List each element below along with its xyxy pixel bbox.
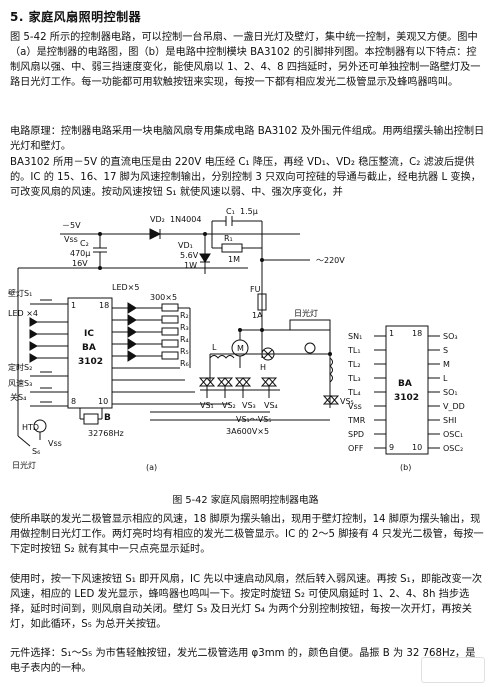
vd1-spec2-label: 1W [184,261,197,270]
chip-b-model-label: 3102 [394,393,419,403]
inductor-label: L [212,343,217,352]
paragraph-intro: 图 5-42 所示的控制器电路，可以控制一台吊扇、一盏日光灯及壁灯，集中统一控制… [10,32,481,88]
r4-label: R₄ [180,335,189,344]
chip-b-pin1-label: 1 [389,329,394,338]
c2-label: C₂ [80,239,89,248]
timer-switch-label: 定时S₂ [8,362,32,372]
paragraph-led: 使所串联的发光二极管显示相应的风速，18 脚原为摆头输出，现用于壁灯控制，14 … [10,514,484,555]
ic-pin10-label: 10 [98,397,108,406]
neg5v-label: －5V [62,221,81,230]
vs4-label: VS₄ [264,401,278,410]
chip-b-left-pin-label: TL₁ [347,346,361,355]
vs-range-label: VS₁～VS₅ [236,415,272,424]
wall-lamp-switch-label: 壁灯S₁ [8,288,32,298]
r2-label: R₂ [180,311,189,320]
c1-spec-label: 1.5μ [240,208,258,216]
section-title: 5. 家庭风扇照明控制器 [10,10,142,24]
motor-label: M [237,344,244,353]
r1-spec-label: 1M [228,255,240,264]
ic-label: IC [84,329,94,339]
chip-b-right-pin-label: OSC₁ [443,430,463,439]
lamp-h-label: H [260,363,266,372]
ic-pin1-label: 1 [71,301,76,310]
vs2-label: VS₂ [222,401,236,410]
vs-spec-label: 3A600V×5 [226,427,269,436]
paragraph-usage: 使用时，按一下风速按钮 S₁ 即开风扇，IC 先以中速启动风扇，然后转入弱风速。… [10,574,483,630]
chip-b-left-pin-label: TL₃ [347,374,361,383]
vd1-label: VD₁ [178,241,193,250]
ic-model-label: 3102 [78,357,103,367]
fluorescent-label: 日光灯 [12,460,36,470]
htd-label: HTD [22,423,39,432]
watermark-logo [421,657,485,683]
chip-b-label: BA [398,379,412,389]
r6-label: R₆ [180,359,189,368]
chip-b-left-pin-label: Vss [348,402,362,411]
chip-b-right-pin-label: SO₁ [443,388,458,397]
led4-label: LED ×4 [8,309,38,318]
c2-spec2-label: 16V [72,259,88,268]
fuse-label: FU [250,285,261,294]
circuit-figure: －5V Vss VD₂ 1N4004 VD₁ 5.6V 1W C₁ 1.5μ R… [0,208,491,483]
chip-b-right-pins: SO₃ SML SO₁ V_DD SHI OSC₁ OSC₂ [428,332,465,453]
figure-caption: 图 5-42 家庭风扇照明控制器电路 [172,495,319,506]
vs1-label: VS₁ [200,401,214,410]
chip-b-left-pin-label: TMR [347,416,366,425]
chip-b-pin10-label: 10 [412,443,422,452]
chip-b-left-pin-label: SN₁ [348,332,362,341]
c2-spec1-label: 470μ [70,249,90,258]
vd2-label: VD₂ [150,215,165,224]
crystal-spec-label: 32768Hz [88,429,124,438]
paragraph-components: 元件选择：S₁～S₅ 为市售轻触按钮，发光二极管选用 φ3mm 的，颜色自便。晶… [10,648,476,674]
diode-model-label: 1N4004 [170,215,201,224]
chip-b-right-pin-label: S [443,346,448,355]
ic-pin8-label: 8 [71,397,76,406]
r3-label: R₃ [180,323,189,332]
s6-label: S₆ [32,447,40,456]
vss-label: Vss [64,235,78,244]
figure-b-label: (b) [400,463,411,472]
vs5-label: VS₅ [340,397,354,406]
chip-b-right-pin-label: V_DD [443,402,465,411]
figure-a-label: (a) [146,463,157,472]
htd-vss-label: Vss [48,439,62,448]
chip-b-right-pin-label: L [443,374,448,383]
chip-b-right-pin-label: SHI [443,416,456,425]
ic-pin18-label: 18 [99,301,109,310]
vs3-label: VS₃ [242,401,256,410]
chip-b-right-pin-label: OSC₂ [443,444,463,453]
chip-b-left-pin-label: SPD [348,430,364,439]
chip-b-left-pin-label: TL₂ [347,360,361,369]
paragraph-principle: 电路原理：控制器电路采用一块电脑风扇专用集成电路 BA3102 及外围元件组成。… [10,126,485,152]
chip-b-pin18-label: 18 [412,329,422,338]
led5-label: LED×5 [112,283,139,292]
chip-b-right-pin-label: SO₃ [443,332,458,341]
circuit-diagram: －5V Vss VD₂ 1N4004 VD₁ 5.6V 1W C₁ 1.5μ R… [8,208,465,472]
ac-label: ～220V [316,256,345,265]
chip-b-left-pin-label: OFF [348,444,364,453]
r1-label: R₁ [224,234,233,243]
chip-b-right-pin-label: M [443,360,450,369]
wind-switch-label: 风速S₃ [8,379,32,388]
vd1-spec1-label: 5.6V [180,251,199,260]
paragraph-power: BA3102 所用－5V 的直流电压是由 220V 电压经 C₁ 降压，再经 V… [10,157,481,198]
ic-ba-label: BA [82,343,96,353]
resistor-spec-label: 300×5 [150,293,177,302]
chip-b-pin9-label: 9 [389,443,394,452]
off-switch-label: 关S₄ [10,392,26,402]
fluorescent-tube-label: 日光灯 [294,308,318,318]
c1-label: C₁ [226,208,235,216]
fuse-spec-label: 1A [252,311,263,320]
r5-label: R₅ [180,347,189,356]
crystal-label: B [104,413,111,423]
chip-b-left-pin-label: TL₄ [347,388,361,397]
